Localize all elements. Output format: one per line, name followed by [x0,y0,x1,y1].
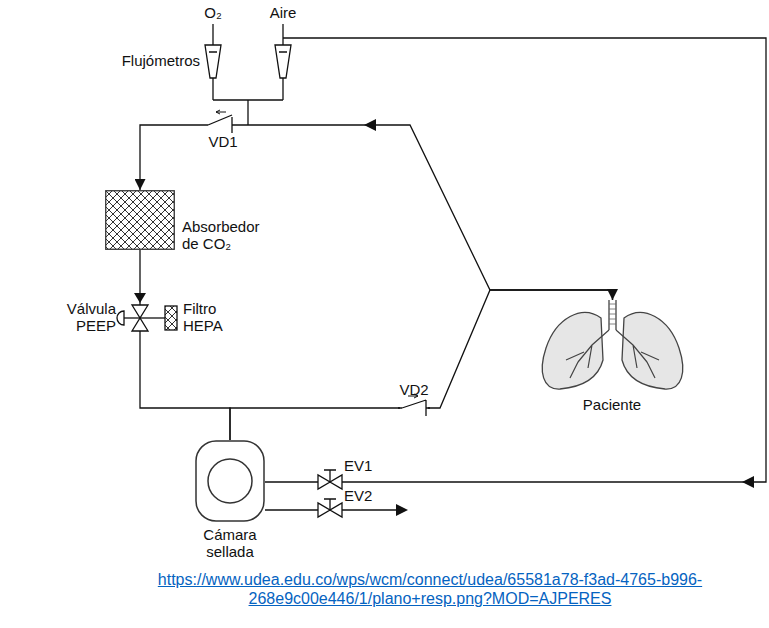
sealed-chamber: Cámara sellada [195,440,265,522]
part-label: Flujómetros [95,52,200,69]
solenoid-valve-symbol [318,475,330,489]
patient-lungs: Paciente [535,300,690,392]
check-valve-symbol [206,110,430,416]
flowmeter-symbol [205,45,221,78]
part-label: Válvula PEEP [40,300,116,335]
chamber-outline [196,441,264,521]
check-valve-symbol [206,115,234,133]
peep-valve-symbol [117,311,124,325]
node-label: Absorbedor de CO₂ [182,218,270,253]
flow-arrowhead [396,504,408,516]
solenoid-valve-symbol [318,503,330,517]
flow-arrowhead [742,476,754,488]
solenoid-valve-symbol [318,470,342,517]
trachea-rings [609,304,616,324]
flowmeter-symbol [209,51,287,52]
trachea [609,300,616,330]
bellows-bag [208,459,252,503]
supply-lines [282,24,283,45]
solenoid-valve-symbol [330,503,342,517]
solenoid-valve-symbol [324,470,336,482]
source-caption: https://www.udea.edu.co/wps/wcm/connect/… [105,570,755,608]
absorber-box-outline [105,190,175,250]
flow-arrowhead [134,293,146,303]
absorber-box: Absorbedor de CO₂ [105,190,175,250]
flow-line [140,125,613,300]
peep-valve-symbol [132,305,148,318]
part-label: Filtro HEPA [183,300,237,335]
flowmeter-symbol [205,45,291,78]
flow-arrowhead [364,119,376,131]
flowmeter-symbol [275,45,291,78]
solenoid-valve-symbol [324,499,336,510]
supply-lines [265,38,766,482]
part-label: VD1 [200,133,246,150]
part-label: VD2 [391,381,437,398]
hepa-filter-symbol [140,306,177,330]
part-label: EV1 [344,457,388,474]
lung-lobe [622,313,683,389]
check-valve-symbol [216,110,226,114]
part-label: EV2 [344,487,388,504]
node-label: Paciente [562,396,662,413]
peep-valve-symbol [132,318,148,331]
hepa-filter-symbol [165,306,177,330]
check-valve-symbol [398,400,430,416]
flow-line [230,290,613,440]
peep-valve-symbol [124,317,140,318]
part-label: Aire [258,4,308,21]
hepa-filter-symbol [140,317,165,318]
lungs-illustration [542,300,682,389]
sealed-chamber-outline [195,440,265,522]
patient-lungs-outline [535,300,690,392]
bronchi [566,330,659,378]
supply-lines [212,24,213,45]
part-label: O₂ [193,4,233,21]
supply-lines [213,24,766,510]
lung-lobe [542,313,603,389]
node-label: Cámara sellada [190,526,270,561]
flow-line [140,250,230,440]
check-valve-symbol [206,120,234,130]
absorber-hatching [106,191,175,250]
solenoid-valve-symbol [330,475,342,489]
